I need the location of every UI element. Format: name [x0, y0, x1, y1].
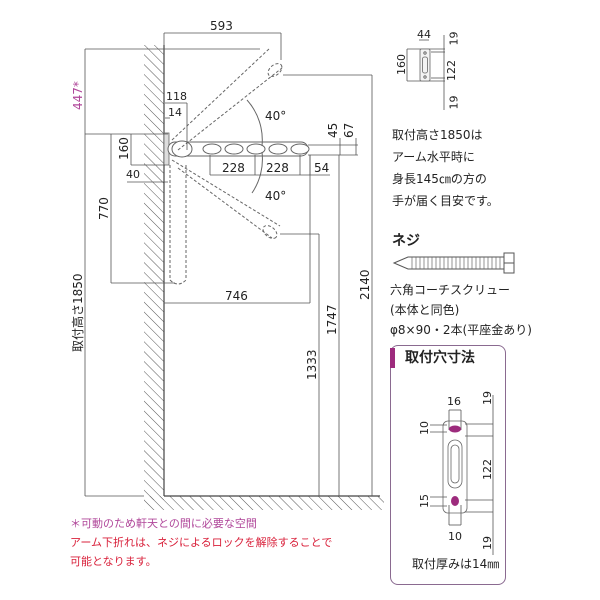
hole-width-10: 10	[448, 530, 462, 543]
note-line: 取付高さ1850は	[392, 128, 483, 142]
angle-up: 40°	[265, 109, 286, 123]
screw-line: φ8×90・2本(平座金あり)	[390, 323, 532, 337]
note-line: アーム水平時に	[392, 150, 475, 164]
screw-icon	[392, 252, 515, 274]
dim-228b: 228	[266, 161, 289, 175]
dim-746: 746	[225, 289, 248, 303]
bracket-width: 44	[417, 30, 431, 41]
hole-top-19: 19	[481, 391, 494, 405]
dim-1333: 1333	[305, 349, 319, 380]
dim-2140: 2140	[358, 269, 372, 300]
dim-54: 54	[314, 161, 329, 175]
hole-bottom-19: 19	[481, 536, 494, 550]
footer-fold-note-cont: 可能となります。	[70, 555, 157, 568]
hole-height-10: 10	[418, 421, 431, 435]
hole-width-16: 16	[447, 395, 461, 408]
wall-hatch	[144, 45, 164, 500]
bracket-bottom-dim: 19	[447, 95, 461, 110]
dim-45: 45	[326, 123, 340, 138]
screw-spec: 六角コーチスクリュー (本体と同色) φ8×90・2本(平座金あり)	[390, 280, 532, 340]
screw-title: ネジ	[392, 233, 420, 249]
hole-diagram: 16 19 10 122 15 19 10	[418, 391, 494, 555]
hole-mid-122: 122	[481, 459, 494, 480]
dim-593: 593	[210, 19, 233, 33]
dim-40-left: 40	[126, 168, 140, 181]
screw-line: 六角コーチスクリュー	[390, 283, 511, 297]
dim-14: 14	[168, 106, 182, 119]
footer-fold-note: アーム下折れは、ネジによるロックを解除することで	[70, 536, 333, 549]
dim-160: 160	[117, 137, 131, 160]
bracket-top-dim: 19	[447, 31, 461, 46]
note-line: 身長145㎝の方の	[392, 172, 487, 186]
dim-770: 770	[97, 197, 111, 220]
hole-panel-title: 取付穴寸法	[390, 348, 475, 368]
bracket-front-view: 44 160	[395, 30, 445, 110]
main-dimension-diagram: 593 118 14 40 40° 40° 228 228 54 746 45 …	[70, 19, 384, 510]
mount-height-label: 取付高さ1850	[70, 273, 85, 352]
note-line: 手が届く目安です。	[392, 194, 499, 208]
footer-clearance-note: ＊可動のため軒天との間に必要な空間	[70, 517, 257, 530]
bracket-height: 160	[395, 54, 408, 75]
hole-height-15: 15	[418, 494, 431, 508]
dim-67: 67	[342, 123, 356, 138]
floor-hatch	[144, 496, 384, 510]
dim-118: 118	[166, 90, 187, 103]
bracket-mid-dim: 122	[445, 60, 458, 81]
dim-228a: 228	[222, 161, 245, 175]
reach-note: 取付高さ1850は アーム水平時に 身長145㎝の方の 手が届く目安です。	[392, 124, 499, 212]
screw-line: (本体と同色)	[390, 303, 460, 317]
dim-447: 447*	[71, 81, 85, 110]
angle-down: 40°	[265, 189, 286, 203]
mount-thickness: 取付厚みは14㎜	[412, 557, 500, 571]
footer-notes: ＊可動のため軒天との間に必要な空間 アーム下折れは、ネジによるロックを解除するこ…	[70, 514, 332, 571]
dim-1747: 1747	[325, 304, 339, 335]
